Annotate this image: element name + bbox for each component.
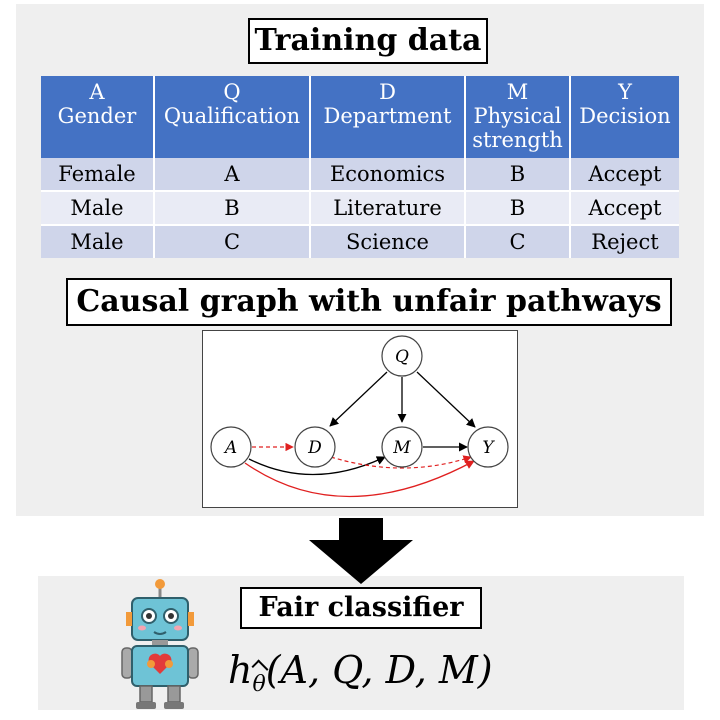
node-a-label: A [223,438,237,458]
causal-graph-svg: Q A D M Y [210,335,509,498]
table-cell: Economics [310,158,466,192]
column-symbol: A [89,80,105,104]
node-m: M [381,426,423,468]
node-q: Q [381,335,423,377]
column-name: Physical strength [472,104,563,152]
robot-mascot-icon [121,579,199,709]
training-data-table: A Gender Q Qualification D Department M … [41,76,679,258]
node-y: Y [467,426,509,468]
table-cell: Accept [570,191,679,226]
column-symbol: D [379,80,396,104]
causal-graph-title: Causal graph with unfair pathways [66,278,672,326]
table-cell: B [465,158,571,192]
table-cell: A [154,158,311,192]
table-cell: Literature [310,191,466,226]
formula-theta-hat: θ [252,672,266,697]
column-header-decision: Y Decision [570,76,679,158]
node-y-label: Y [482,438,495,458]
edge-q-y [416,371,476,428]
node-m-label: M [392,438,411,458]
node-q-label: Q [395,347,409,367]
column-header-gender: A Gender [41,76,155,158]
column-name: Qualification [163,104,301,128]
down-arrow-icon [309,518,413,584]
column-header-department: D Department [310,76,466,158]
node-d-label: D [307,438,322,458]
column-name: Department [323,104,452,128]
edge-a-m [248,456,386,476]
table-cell: B [465,191,571,226]
fair-classifier-title: Fair classifier [240,587,482,629]
table-cell: Female [41,158,155,192]
node-d: D [294,426,336,468]
table-cell: B [154,191,311,226]
training-data-title: Training data [248,18,488,64]
edge-q-d [329,371,388,427]
edge-d-y-unfair [330,455,472,469]
table-cell: C [154,225,311,258]
formula-args: (A, Q, D, M) [265,648,493,692]
formula-h: h [228,648,253,692]
table-cell: Accept [570,158,679,192]
column-symbol: Q [223,80,241,104]
classifier-formula: hθ(A, Q, D, M) [228,648,493,697]
column-header-qualification: Q Qualification [154,76,311,158]
column-symbol: M [506,80,529,104]
column-symbol: Y [618,80,632,104]
table-cell: Male [41,191,155,226]
table-row: Female A Economics B Accept [41,158,679,192]
column-name: Decision [579,104,671,128]
table-cell: C [465,225,571,258]
table-header-row: A Gender Q Qualification D Department M … [41,76,679,158]
column-name: Gender [57,104,137,128]
column-header-physical-strength: M Physical strength [465,76,571,158]
table-row: Male C Science C Reject [41,225,679,258]
table-cell: Reject [570,225,679,258]
edge-a-y-unfair [244,460,475,498]
table-cell: Science [310,225,466,258]
node-a: A [210,426,252,468]
causal-graph: Q A D M Y [202,330,518,508]
table-row: Male B Literature B Accept [41,191,679,226]
table-cell: Male [41,225,155,258]
